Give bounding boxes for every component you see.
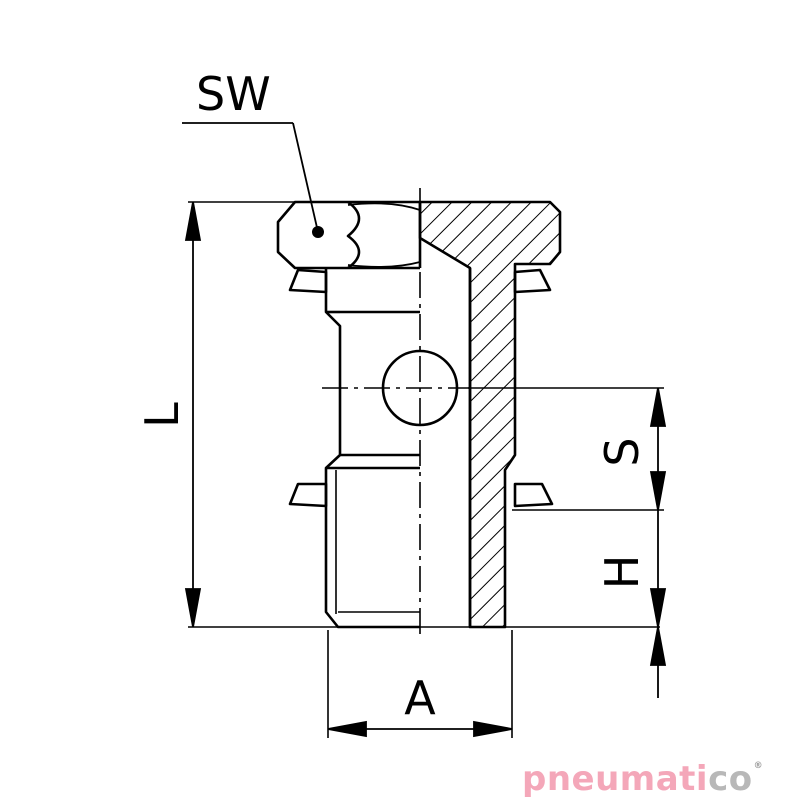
- dimension-h: [649, 510, 667, 698]
- cross-bore: [381, 349, 459, 427]
- section-hatching: [418, 200, 562, 629]
- logo-registered-mark: ®: [753, 761, 764, 771]
- dimension-a: [327, 720, 513, 738]
- logo-text-primary: pneumati: [522, 759, 709, 799]
- body-contour: [324, 268, 472, 629]
- sw-leader: [182, 122, 319, 233]
- label-s: S: [595, 437, 649, 466]
- label-h: H: [595, 555, 649, 590]
- pneumatico-logo: pneumatico®: [522, 759, 764, 799]
- seal-rings: [288, 268, 554, 508]
- dimension-s: [649, 387, 667, 511]
- label-a: A: [404, 671, 436, 725]
- dimension-l: [184, 201, 202, 628]
- logo-text-secondary: co: [708, 759, 753, 799]
- extension-lines: [188, 201, 664, 738]
- leader-dot: [312, 226, 324, 238]
- hex-head: [276, 200, 422, 270]
- label-l: L: [135, 402, 189, 428]
- label-sw: SW: [196, 67, 271, 121]
